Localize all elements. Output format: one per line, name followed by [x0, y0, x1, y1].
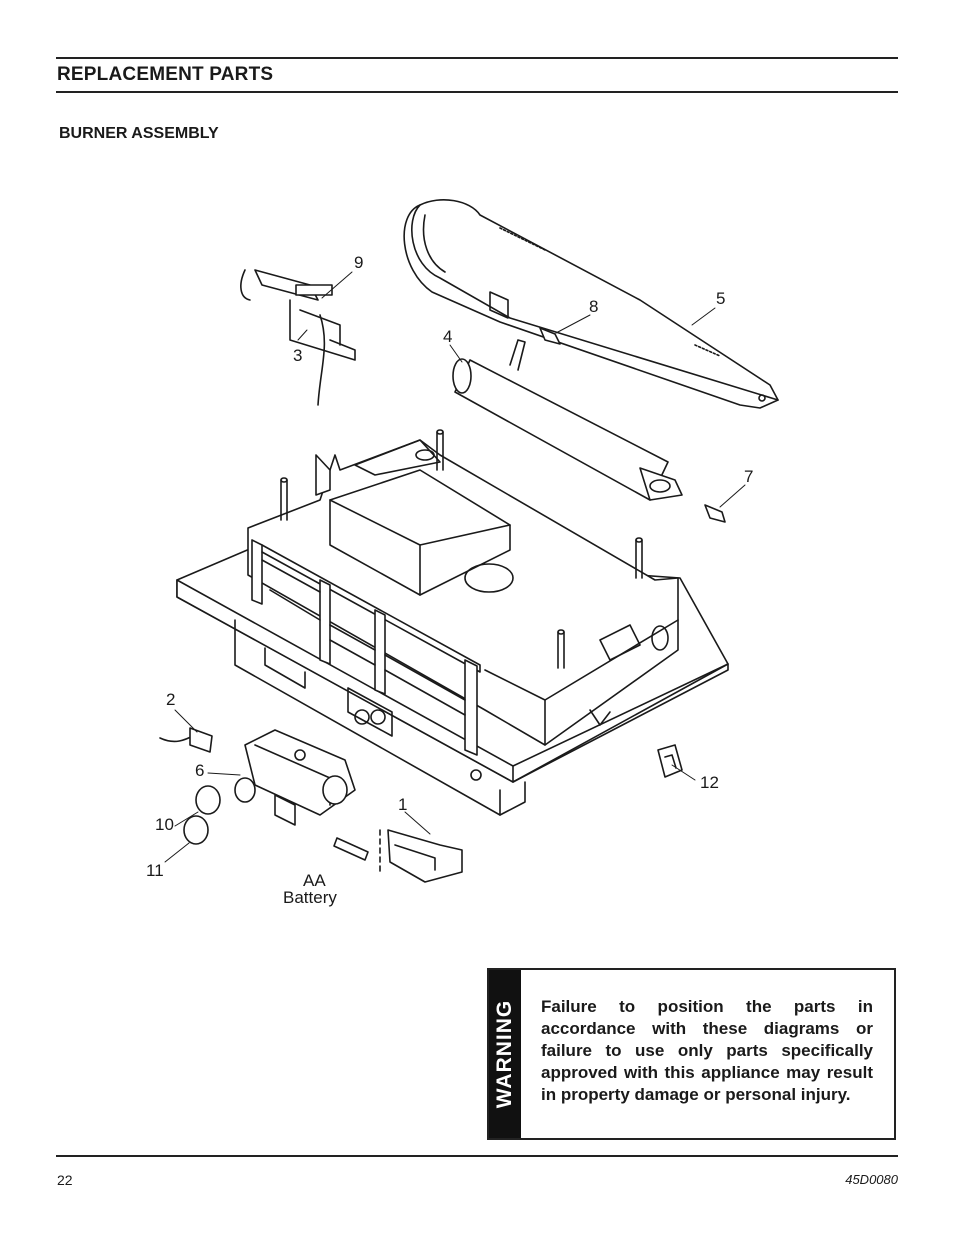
warning-box: WARNING Failure to position the parts in…: [487, 968, 896, 1140]
callout-4: 4: [443, 327, 452, 346]
support-posts: [280, 429, 643, 669]
gas-valve: [234, 729, 356, 826]
callout-10: 10: [155, 815, 174, 834]
battery-label-aa: AA: [303, 871, 326, 890]
document-number: 45D0080: [845, 1172, 898, 1187]
log-bar: [403, 199, 779, 409]
battery-label-battery: Battery: [283, 888, 337, 907]
header-rule-top: [56, 57, 898, 59]
control-knobs: [183, 785, 221, 845]
grate-bars: [251, 539, 481, 756]
callout-12: 12: [700, 773, 719, 792]
burner-box: [247, 439, 679, 746]
section-title: REPLACEMENT PARTS: [57, 64, 274, 85]
callout-7: 7: [744, 467, 753, 486]
rocker-switch: [657, 744, 683, 778]
callout-8: 8: [589, 297, 598, 316]
warning-text: Failure to position the parts in accorda…: [541, 997, 873, 1104]
warning-label: WARNING: [493, 999, 516, 1109]
callout-2: 2: [166, 690, 175, 709]
callout-11: 11: [146, 861, 164, 880]
pilot-assembly: [240, 269, 356, 406]
burner-tube: [452, 339, 683, 501]
igniter-clip: [159, 727, 213, 753]
callout-9: 9: [354, 253, 363, 272]
footer-rule: [56, 1155, 898, 1157]
callout-6: 6: [195, 761, 204, 780]
callout-5: 5: [716, 289, 725, 308]
callout-3: 3: [293, 346, 302, 365]
callout-1: 1: [398, 795, 407, 814]
battery-holder: [333, 829, 463, 883]
header-rule-bottom: [56, 91, 898, 93]
orifices: [539, 327, 726, 523]
page-number: 22: [57, 1172, 73, 1188]
leader-lines: [164, 271, 746, 863]
warning-tab: WARNING: [489, 970, 521, 1138]
subsection-title: BURNER ASSEMBLY: [59, 125, 219, 142]
